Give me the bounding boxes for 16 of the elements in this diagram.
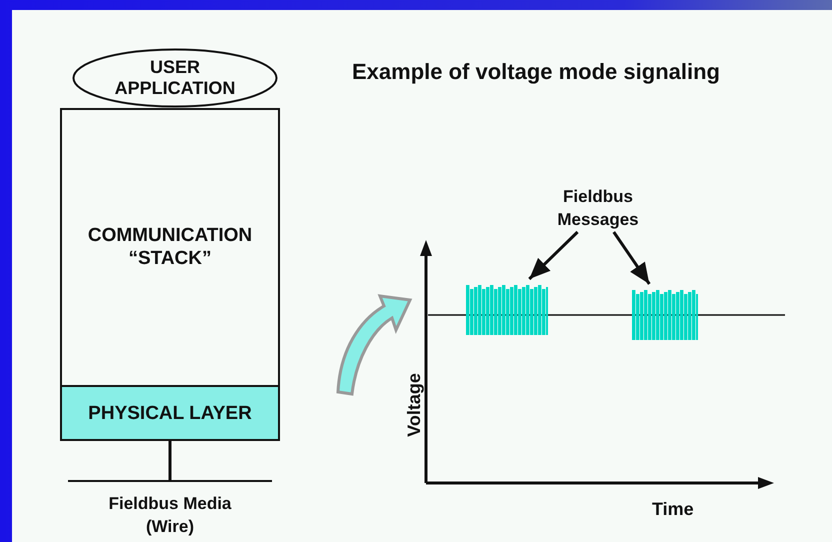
node-label: PHYSICAL LAYER <box>88 402 252 424</box>
diagram-title: Example of voltage mode signaling <box>352 58 720 86</box>
layer-box <box>60 108 280 441</box>
layer-box <box>60 385 280 441</box>
arrow <box>528 230 579 280</box>
axis-label: Time <box>652 498 694 520</box>
connector-line <box>168 441 172 480</box>
axis-label: Voltage <box>403 372 425 439</box>
node-label: COMMUNICATION “STACK” <box>86 224 254 270</box>
node-label: USER APPLICATION <box>114 57 236 99</box>
application-ellipse <box>72 48 278 108</box>
arrow <box>612 231 651 285</box>
node-label: Fieldbus Media (Wire) <box>108 493 232 538</box>
signal-burst <box>466 285 548 335</box>
signal-burst <box>632 290 698 340</box>
callout-label: Fieldbus Messages <box>556 186 640 231</box>
